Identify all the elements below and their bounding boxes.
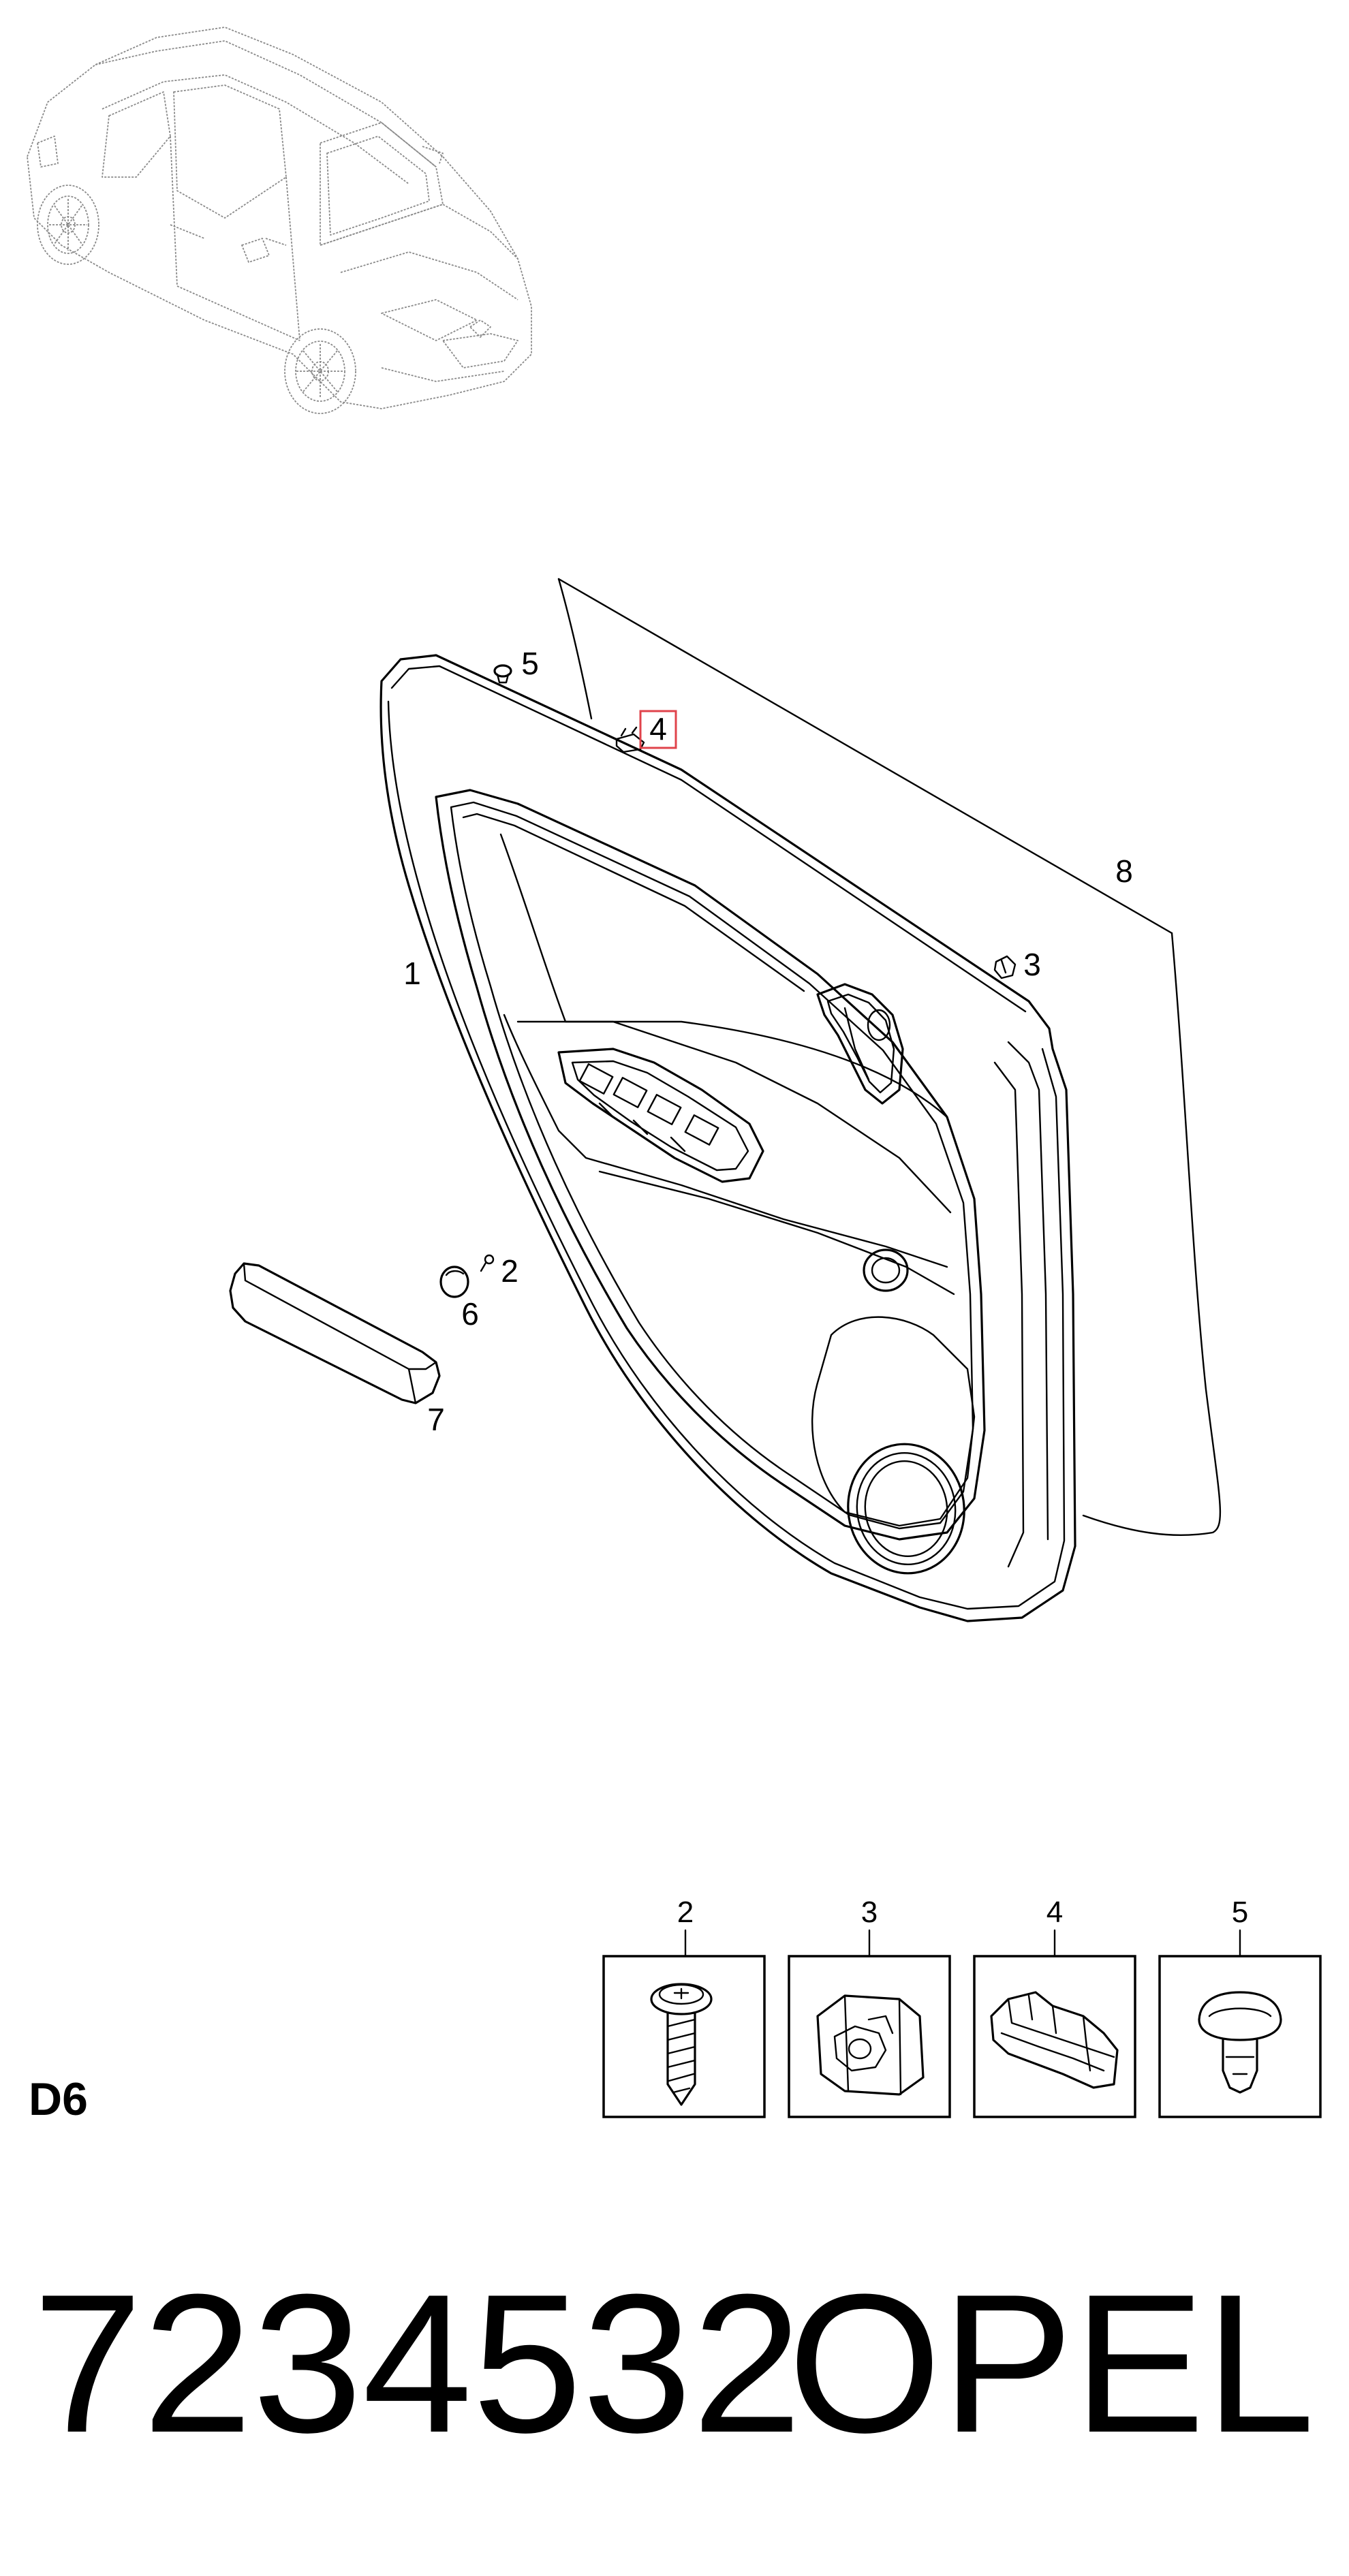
callout-7: 7 [427, 1402, 445, 1437]
detail-box-4-label: 4 [1046, 1896, 1063, 1929]
push-rivet-icon [1198, 1991, 1282, 2094]
callout-4-highlight [639, 710, 677, 749]
screw-icon [650, 1983, 713, 2106]
callout-5: 5 [521, 646, 539, 681]
detail-box-2: 2 [602, 1896, 766, 2118]
callout-3: 3 [1023, 947, 1041, 982]
cover-cap-part-icon [439, 1266, 469, 1298]
detail-box-3-label: 3 [861, 1896, 878, 1929]
callout-2: 2 [501, 1253, 518, 1289]
detail-box-2-label: 2 [677, 1896, 694, 1929]
detail-box-3: 3 [788, 1896, 951, 2118]
callout-1: 1 [403, 956, 421, 991]
grab-handle-part-icon [229, 1262, 441, 1404]
detail-box-5-label: 5 [1232, 1896, 1248, 1929]
callout-labels: 1 2 3 4 5 6 7 8 [403, 646, 1133, 1437]
retaining-clip-part-icon [615, 726, 645, 753]
callout-4: 4 [649, 711, 667, 747]
detail-box-4: 4 [973, 1896, 1136, 2118]
car-thumbnail-icon [27, 27, 532, 414]
door-trim-panel-icon [379, 654, 1076, 1622]
nut-clip-part-icon [993, 955, 1017, 979]
callout-6: 6 [461, 1296, 479, 1332]
door-module-panel-icon [557, 578, 1222, 1536]
brand-name: OPEL [788, 2253, 1315, 2474]
part-number: 7234532 [33, 2253, 802, 2474]
detail-box-5: 5 [1158, 1896, 1322, 2118]
screw-part-icon [480, 1254, 495, 1272]
detail-boxes: 2 3 4 [602, 1896, 1322, 2118]
push-rivet-part-icon [493, 664, 512, 684]
section-code: D6 [29, 2073, 88, 2125]
retaining-clip-icon [990, 1991, 1119, 2089]
callout-8: 8 [1115, 853, 1133, 889]
nut-clip-icon [816, 1994, 925, 2096]
